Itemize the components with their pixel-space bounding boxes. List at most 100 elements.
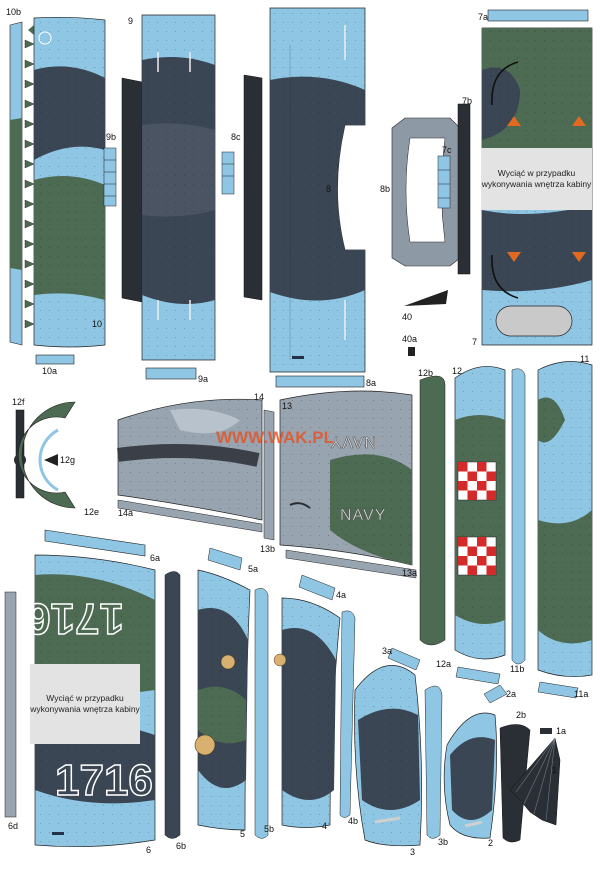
part-40a bbox=[408, 347, 415, 356]
part-14 bbox=[117, 398, 263, 521]
navy-marking-lower: NAVY bbox=[340, 507, 386, 524]
part-1 bbox=[509, 737, 561, 826]
part-4b bbox=[339, 610, 356, 818]
part-9b bbox=[103, 147, 117, 207]
part-3a bbox=[387, 647, 421, 671]
label-6d: 6d bbox=[8, 821, 18, 831]
part-12a bbox=[455, 666, 501, 685]
label-5a: 5a bbox=[248, 564, 258, 574]
part-12g bbox=[44, 454, 58, 466]
part-10 bbox=[24, 16, 106, 348]
cut-out-note-lower: Wyciąć w przypadku wykonywania wnętrza k… bbox=[30, 664, 140, 744]
part-13b bbox=[263, 409, 275, 541]
label-6a: 6a bbox=[150, 553, 160, 563]
watermark-text: WWW.WAK.PL bbox=[216, 428, 334, 447]
label-4b: 4b bbox=[348, 816, 358, 826]
label-2a: 2a bbox=[506, 689, 516, 699]
part-2 bbox=[443, 712, 498, 839]
part-10a bbox=[35, 354, 75, 365]
part-12 bbox=[454, 366, 506, 660]
label-40a: 40a bbox=[402, 334, 417, 344]
label-8a: 8a bbox=[366, 378, 376, 388]
label-3a: 3a bbox=[382, 646, 392, 656]
part-9 bbox=[121, 14, 216, 361]
label-14a: 14a bbox=[118, 508, 133, 518]
label-40: 40 bbox=[402, 312, 412, 322]
part-13a bbox=[285, 549, 417, 579]
part-2b bbox=[499, 724, 531, 843]
label-2b: 2b bbox=[516, 710, 526, 720]
part-8a bbox=[275, 375, 365, 388]
label-12g: 12g bbox=[60, 455, 75, 465]
label-12e: 12e bbox=[84, 507, 99, 517]
part-6d bbox=[4, 591, 17, 818]
checkerboard-upper bbox=[457, 461, 497, 501]
label-6: 6 bbox=[146, 845, 151, 855]
label-8c: 8c bbox=[231, 132, 241, 142]
part-8b bbox=[391, 117, 461, 267]
label-1a: 1a bbox=[556, 726, 566, 736]
label-5: 5 bbox=[240, 829, 245, 839]
label-2: 2 bbox=[488, 838, 493, 848]
part-5 bbox=[194, 569, 251, 831]
label-10: 10 bbox=[92, 319, 102, 329]
label-3: 3 bbox=[410, 847, 415, 857]
label-11: 11 bbox=[580, 354, 589, 364]
part-13 bbox=[279, 390, 413, 566]
part-7a bbox=[487, 9, 589, 22]
label-12: 12 bbox=[452, 366, 462, 376]
part-9a bbox=[145, 367, 197, 380]
label-7b: 7b bbox=[462, 96, 472, 106]
label-1: 1 bbox=[552, 765, 557, 775]
label-5b: 5b bbox=[264, 824, 274, 834]
label-13b: 13b bbox=[260, 544, 275, 554]
label-4: 4 bbox=[322, 821, 327, 831]
label-8: 8 bbox=[326, 184, 331, 194]
label-12b: 12b bbox=[418, 368, 433, 378]
label-12a: 12a bbox=[436, 659, 451, 669]
label-8b: 8b bbox=[380, 184, 390, 194]
part-12b bbox=[419, 375, 446, 646]
part-8c bbox=[221, 151, 235, 195]
part-12e bbox=[18, 401, 76, 509]
part-6a bbox=[44, 529, 146, 557]
label-9a: 9a bbox=[198, 374, 208, 384]
part-3b bbox=[424, 685, 443, 839]
part-2a bbox=[483, 684, 508, 704]
label-12f: 12f bbox=[12, 397, 25, 407]
serial-number-upper: 1716 bbox=[26, 594, 124, 643]
part-11b bbox=[511, 368, 526, 665]
cut-out-note-upper: Wyciąć w przypadku wykonywania wnętrza k… bbox=[481, 148, 592, 210]
label-9: 9 bbox=[128, 16, 133, 26]
label-9b: 9b bbox=[106, 132, 116, 142]
label-6b: 6b bbox=[176, 841, 186, 851]
part-1a bbox=[540, 728, 552, 734]
label-11a: 11a bbox=[574, 689, 588, 699]
part-7b bbox=[457, 103, 471, 275]
part-3 bbox=[354, 665, 423, 847]
label-7: 7 bbox=[472, 337, 477, 347]
label-7a: 7a bbox=[478, 12, 488, 22]
part-5b bbox=[254, 588, 269, 839]
part-4a bbox=[298, 574, 336, 601]
part-6b bbox=[164, 571, 181, 839]
label-13: 13 bbox=[282, 401, 292, 411]
label-7c: 7c bbox=[442, 145, 452, 155]
serial-number-lower: 1716 bbox=[55, 756, 153, 805]
part-10b bbox=[9, 21, 23, 346]
label-14: 14 bbox=[254, 392, 264, 402]
part-11a bbox=[537, 681, 579, 699]
label-11b: 11b bbox=[510, 664, 524, 674]
label-4a: 4a bbox=[336, 590, 346, 600]
part-14a bbox=[117, 499, 263, 533]
label-10b: 10b bbox=[6, 7, 21, 17]
checkerboard-lower bbox=[457, 536, 497, 576]
part-5a bbox=[207, 547, 243, 571]
label-13a: 13a bbox=[402, 568, 417, 578]
part-8 bbox=[243, 7, 366, 373]
navy-marking-upper: NAVY bbox=[330, 433, 376, 450]
label-10a: 10a bbox=[42, 366, 57, 376]
part-4 bbox=[273, 597, 341, 828]
part-40 bbox=[404, 290, 448, 306]
